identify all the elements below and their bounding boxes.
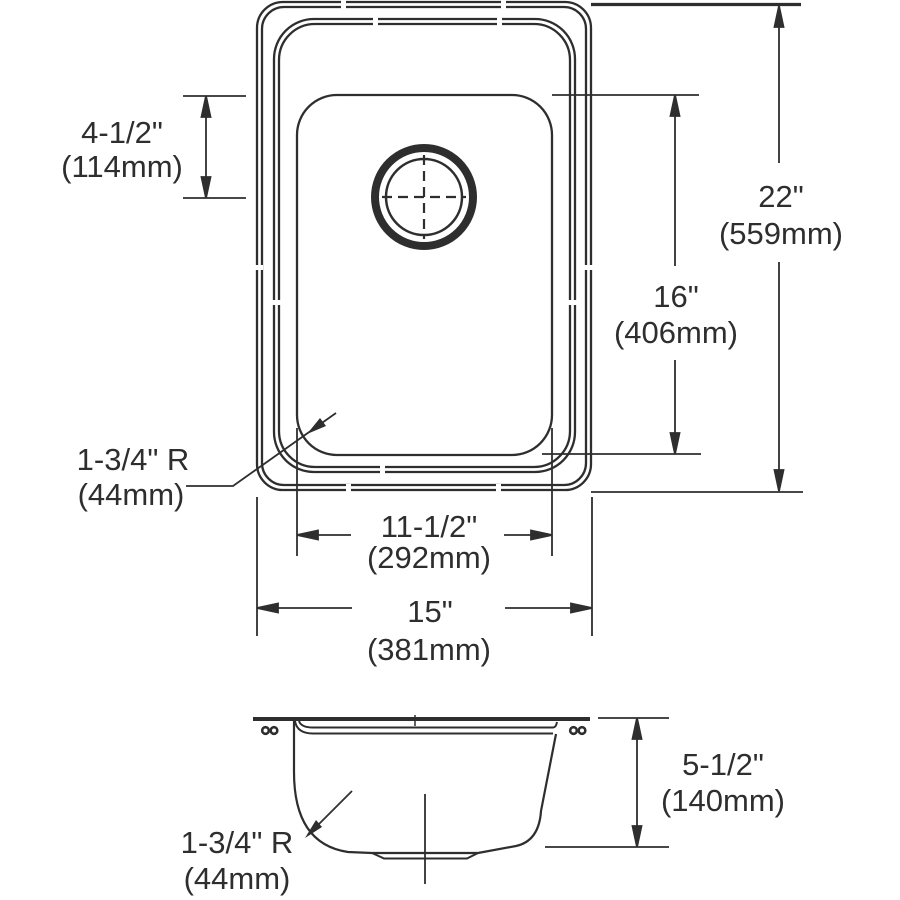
- label-plan-radius-mm: (44mm): [78, 477, 185, 512]
- mounting-clip-right: [570, 727, 585, 734]
- label-overall-length-mm: (559mm): [719, 216, 843, 251]
- drain-centerlines: [382, 155, 466, 239]
- label-depth-mm: (140mm): [661, 783, 785, 818]
- plan-outer-rim: [257, 2, 591, 490]
- plan-view: [252, 0, 595, 494]
- section-dimension-labels: 5-1/2" (140mm) 1-3/4" R (44mm): [181, 747, 785, 896]
- dim-bowl-width: [297, 428, 552, 556]
- label-bowl-width-mm: (292mm): [367, 540, 491, 575]
- mounting-clip-left: [262, 727, 277, 734]
- arrow-down-icon: [773, 469, 785, 492]
- arrow-left-icon: [256, 602, 279, 614]
- arrow-up-icon: [773, 5, 785, 28]
- plan-dimension-labels: 4-1/2" (114mm) 22" (559mm) 16" (406mm) 1…: [61, 115, 843, 667]
- section-back-rim: [295, 721, 557, 734]
- label-bowl-length-in: 16": [653, 279, 699, 314]
- dim-drain-offset: [183, 96, 246, 198]
- arrow-down-icon: [200, 176, 212, 199]
- section-bowl-profile: [294, 721, 556, 853]
- label-bowl-length-mm: (406mm): [614, 315, 738, 350]
- plan-bowl-bottom: [297, 95, 552, 455]
- dim-overall-length: [591, 5, 803, 493]
- plan-inner-rim: [274, 19, 575, 472]
- arrow-down-icon: [631, 825, 643, 848]
- dim-section-corner-radius: [305, 791, 352, 838]
- label-section-radius-mm: (44mm): [184, 861, 291, 896]
- arrow-leader-icon: [307, 418, 326, 434]
- arrow-down-icon: [669, 432, 681, 455]
- label-depth-in: 5-1/2": [682, 747, 764, 782]
- dim-bowl-length: [542, 95, 701, 454]
- label-drain-offset-in: 4-1/2": [81, 115, 163, 150]
- arrow-right-icon: [570, 602, 593, 614]
- label-overall-length-in: 22": [758, 179, 804, 214]
- label-overall-width-in: 15": [407, 594, 453, 629]
- line-segment-breaks: [252, 0, 595, 494]
- label-plan-radius-in: 1-3/4" R: [77, 442, 190, 477]
- label-bowl-width-in: 11-1/2": [381, 509, 478, 544]
- arrow-up-icon: [200, 95, 212, 118]
- arrow-up-icon: [631, 717, 643, 740]
- label-section-radius-in: 1-3/4" R: [181, 825, 294, 860]
- arrow-left-icon: [296, 529, 319, 541]
- plan-dimensions: [183, 5, 803, 637]
- dim-depth: [545, 718, 669, 847]
- arrow-leader-icon: [305, 820, 322, 838]
- dim-plan-corner-radius: [186, 413, 336, 486]
- drain-ring: [375, 148, 473, 246]
- arrow-up-icon: [669, 94, 681, 117]
- dim-overall-width: [257, 497, 592, 636]
- label-overall-width-mm: (381mm): [367, 632, 491, 667]
- section-dimensions: [305, 718, 669, 847]
- label-drain-offset-mm: (114mm): [61, 149, 183, 184]
- arrow-right-icon: [530, 529, 553, 541]
- section-view: [253, 715, 590, 884]
- drain: [375, 148, 473, 246]
